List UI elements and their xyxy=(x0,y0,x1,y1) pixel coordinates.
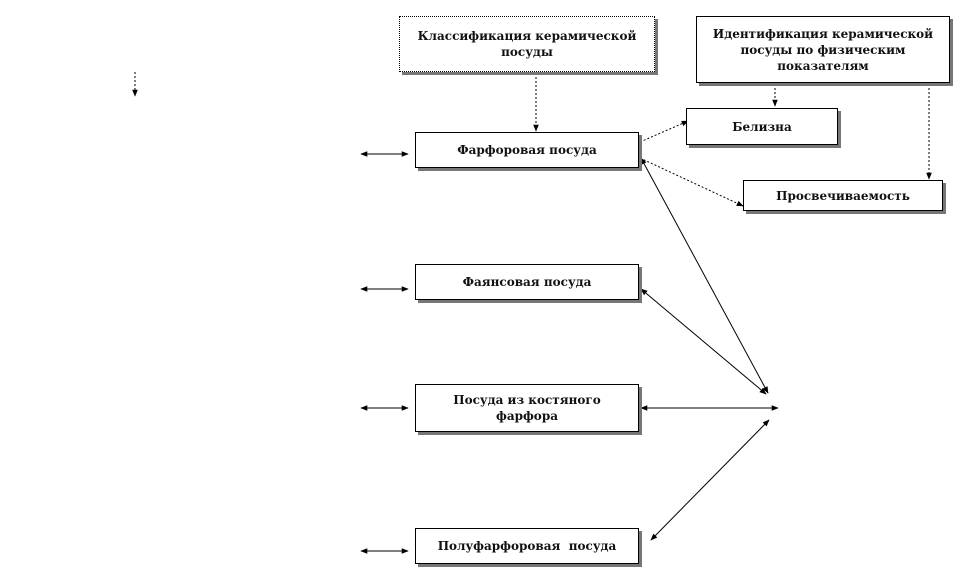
link-faience-to-hub xyxy=(640,288,767,395)
classification-box: Классификация керамической посуды xyxy=(399,16,655,72)
arrow-porcelain-to-translucency xyxy=(639,157,744,207)
bone-china-box: Посуда из костяного фарфора xyxy=(415,384,639,432)
translucency-box: Просвечиваемость xyxy=(743,180,943,211)
whiteness-label: Белизна xyxy=(732,119,792,134)
arrow-porcelain-to-whiteness xyxy=(639,120,689,143)
whiteness-box: Белизна xyxy=(686,108,838,145)
classification-label: Классификация керамической посуды xyxy=(417,29,637,59)
porcelain-label: Фарфоровая посуда xyxy=(457,143,597,157)
faience-label: Фаянсовая посуда xyxy=(462,275,592,289)
link-semi-porcelain-to-hub xyxy=(650,419,770,541)
semi-porcelain-label: Полуфарфоровая посуда xyxy=(437,539,617,553)
translucency-label: Просвечиваемость xyxy=(776,188,910,203)
bone-china-label: Посуда из костяного фарфора xyxy=(453,393,601,423)
porcelain-box: Фарфоровая посуда xyxy=(415,132,639,168)
identification-label: Идентификация керамической посуды по физ… xyxy=(712,26,934,73)
faience-box: Фаянсовая посуда xyxy=(415,264,639,300)
identification-box: Идентификация керамической посуды по физ… xyxy=(696,16,950,83)
semi-porcelain-box: Полуфарфоровая посуда xyxy=(415,528,639,564)
